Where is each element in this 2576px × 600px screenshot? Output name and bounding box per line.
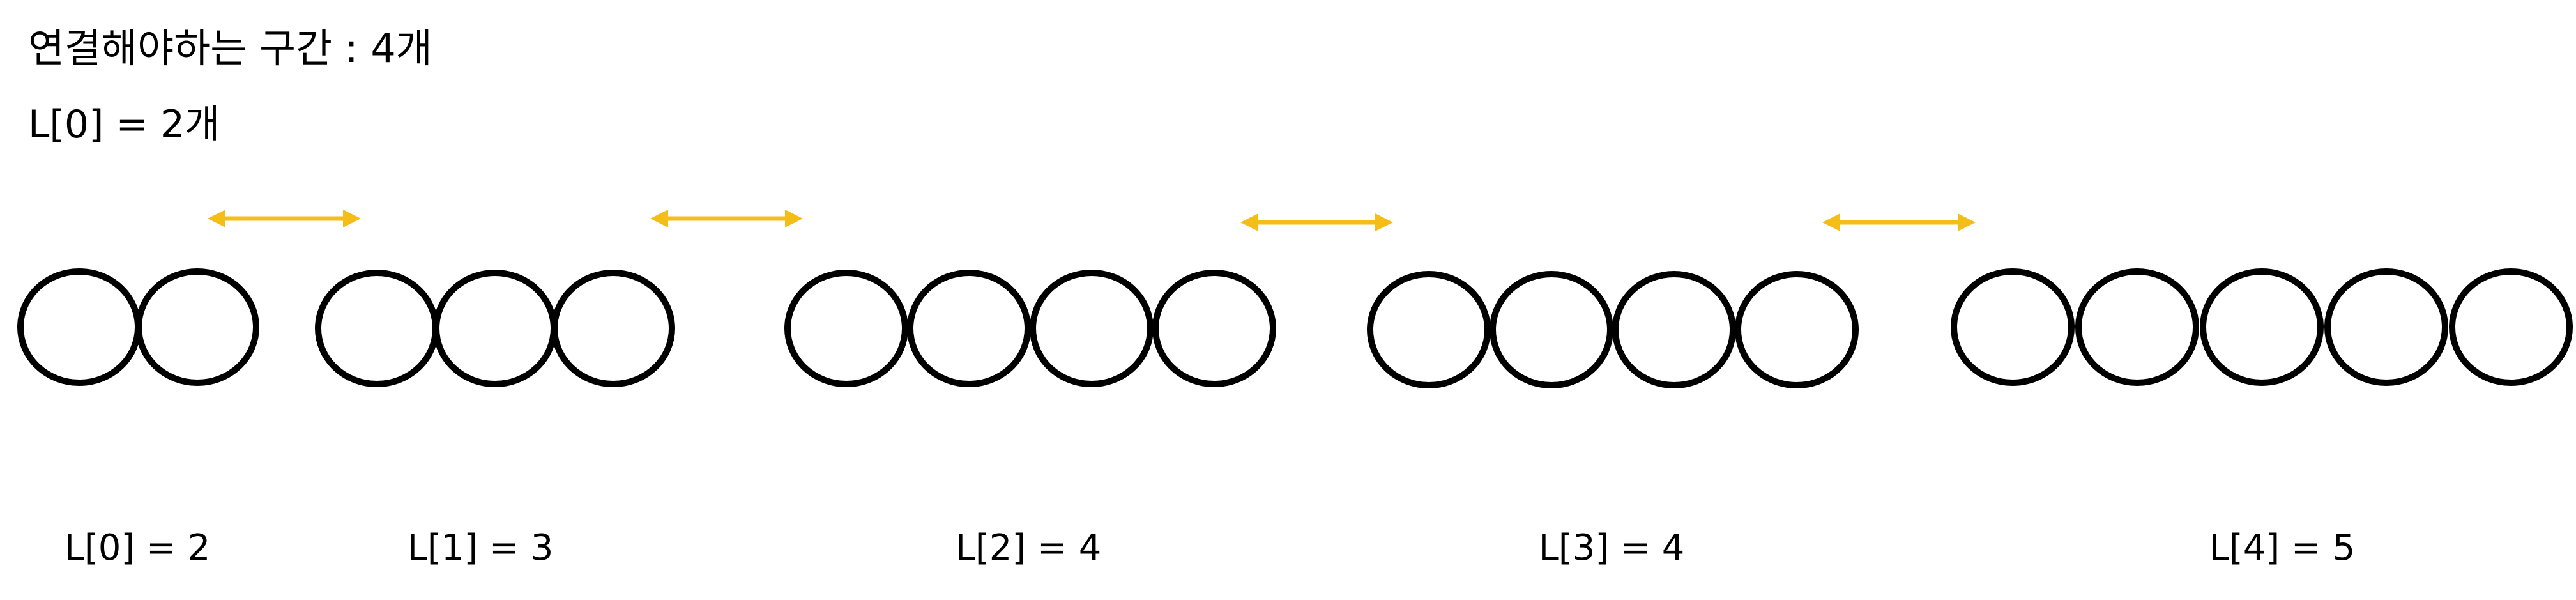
chain-4-circle-4 xyxy=(2449,268,2573,386)
chain-label-1: L[1] = 3 xyxy=(407,527,554,569)
chain-3 xyxy=(1367,271,1859,388)
chain-4 xyxy=(1951,268,2573,386)
chain-1-circle-0 xyxy=(315,270,439,387)
arrow-head-right xyxy=(785,210,803,227)
arrow-head-left xyxy=(650,210,668,227)
connection-arrow-0 xyxy=(208,210,361,227)
chain-1-circle-1 xyxy=(433,270,557,387)
chain-2 xyxy=(784,270,1276,387)
chain-4-circle-2 xyxy=(2200,268,2324,386)
chain-label-2: L[2] = 4 xyxy=(955,527,1102,569)
arrow-head-right xyxy=(343,210,361,227)
chain-0-circle-1 xyxy=(135,268,259,386)
chain-3-circle-3 xyxy=(1735,271,1859,388)
chain-4-circle-0 xyxy=(1951,268,2075,386)
connection-arrow-2 xyxy=(1240,213,1393,231)
chain-1-circle-2 xyxy=(551,270,675,387)
arrow-head-right xyxy=(1958,213,1976,231)
chain-3-circle-0 xyxy=(1367,271,1491,388)
chain-2-circle-1 xyxy=(907,270,1031,387)
chain-2-circle-0 xyxy=(784,270,908,387)
chain-0 xyxy=(17,268,259,386)
connection-arrow-3 xyxy=(1822,213,1976,231)
chain-4-circle-3 xyxy=(2324,268,2448,386)
chain-2-circle-2 xyxy=(1030,270,1154,387)
connection-arrows xyxy=(208,210,1976,231)
arrow-head-right xyxy=(1375,213,1393,231)
page-title: 연결해야하는 구간 : 4개 xyxy=(28,25,432,72)
chain-label-3: L[3] = 4 xyxy=(1538,527,1685,569)
chain-circles xyxy=(17,268,2573,388)
arrow-head-left xyxy=(1240,213,1258,231)
chain-4-circle-1 xyxy=(2075,268,2199,386)
arrow-head-left xyxy=(208,210,225,227)
connection-arrow-1 xyxy=(650,210,803,227)
arrow-head-left xyxy=(1822,213,1840,231)
chain-label-0: L[0] = 2 xyxy=(64,527,211,569)
chain-3-circle-2 xyxy=(1612,271,1736,388)
chain-0-circle-0 xyxy=(17,268,141,386)
subtitle: L[0] = 2개 xyxy=(28,102,220,147)
chain-label-4: L[4] = 5 xyxy=(2209,527,2356,569)
chain-1 xyxy=(315,270,675,387)
chain-2-circle-3 xyxy=(1152,270,1276,387)
chain-3-circle-1 xyxy=(1490,271,1613,388)
